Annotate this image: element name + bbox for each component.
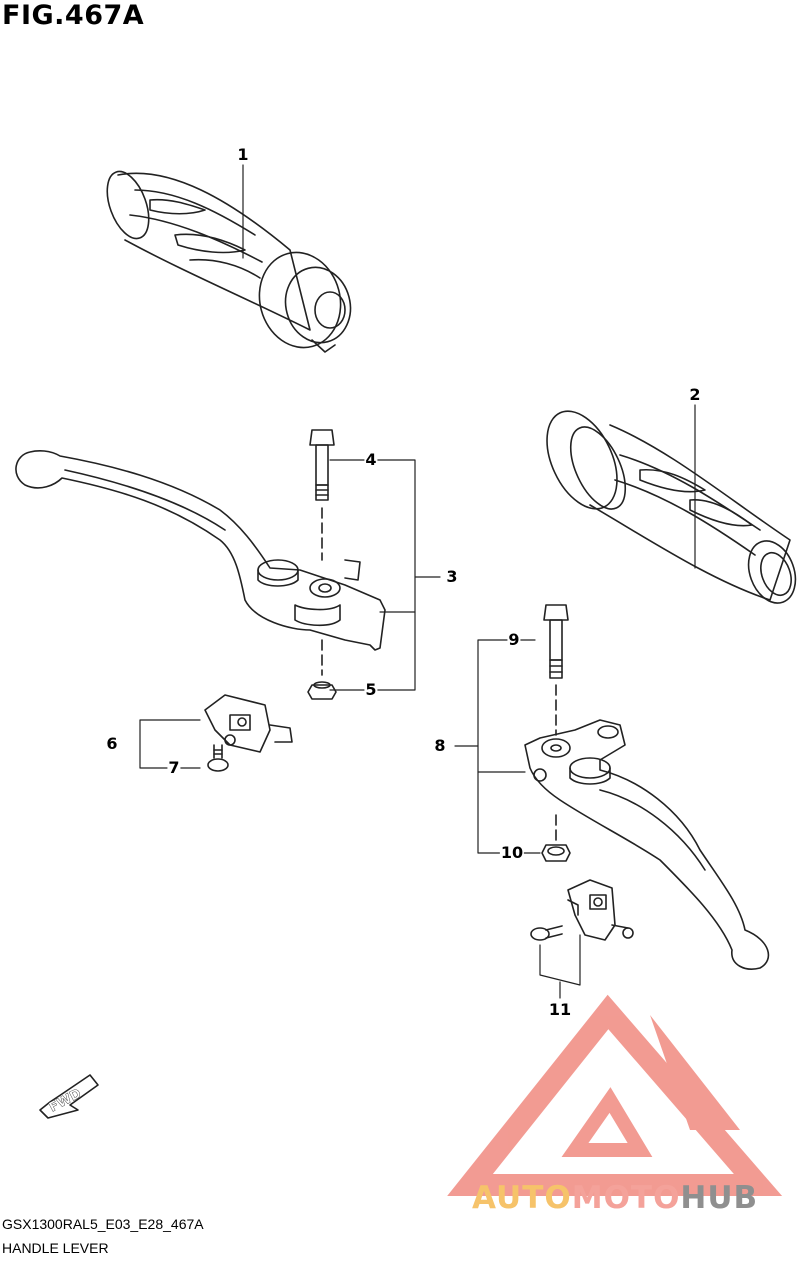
screw-left: [207, 744, 229, 772]
leader-lines: [139, 164, 696, 999]
part-label-3: 3: [445, 567, 459, 586]
lever-right: [524, 719, 770, 970]
figure-title: FIG.467A: [2, 0, 145, 31]
pivot-bolt-left: [309, 429, 335, 561]
part-label-10: 10: [499, 843, 525, 862]
part-label-1: 1: [236, 145, 250, 164]
watermark-logo: [447, 994, 783, 1196]
part-label-11: 11: [547, 1000, 573, 1019]
part-label-7: 7: [167, 758, 181, 777]
watermark-text: AUTOMOTOHUB: [472, 1180, 758, 1216]
pivot-bolt-right: [543, 604, 569, 736]
nut-left: [307, 681, 337, 700]
grip-left: [106, 170, 352, 353]
part-label-6: 6: [105, 734, 119, 753]
diagram-name: HANDLE LEVER: [2, 1240, 109, 1256]
fwd-text: FWD: [47, 1086, 84, 1115]
watermark-part-hub: HUB: [680, 1180, 759, 1216]
watermark-part-auto: AUTO: [472, 1180, 572, 1216]
part-label-2: 2: [688, 385, 702, 404]
switch-left: [204, 694, 293, 753]
part-label-8: 8: [433, 736, 447, 755]
fwd-arrow-icon: [39, 1074, 99, 1119]
part-label-4: 4: [364, 450, 378, 469]
part-label-9: 9: [507, 630, 521, 649]
diagram-code: GSX1300RAL5_E03_E28_467A: [2, 1216, 204, 1232]
part-label-5: 5: [364, 680, 378, 699]
grip-right: [546, 410, 797, 604]
switch-right: [530, 879, 634, 941]
watermark-part-moto: MOTO: [571, 1180, 681, 1216]
nut-right: [541, 844, 571, 862]
lever-left: [15, 450, 386, 676]
